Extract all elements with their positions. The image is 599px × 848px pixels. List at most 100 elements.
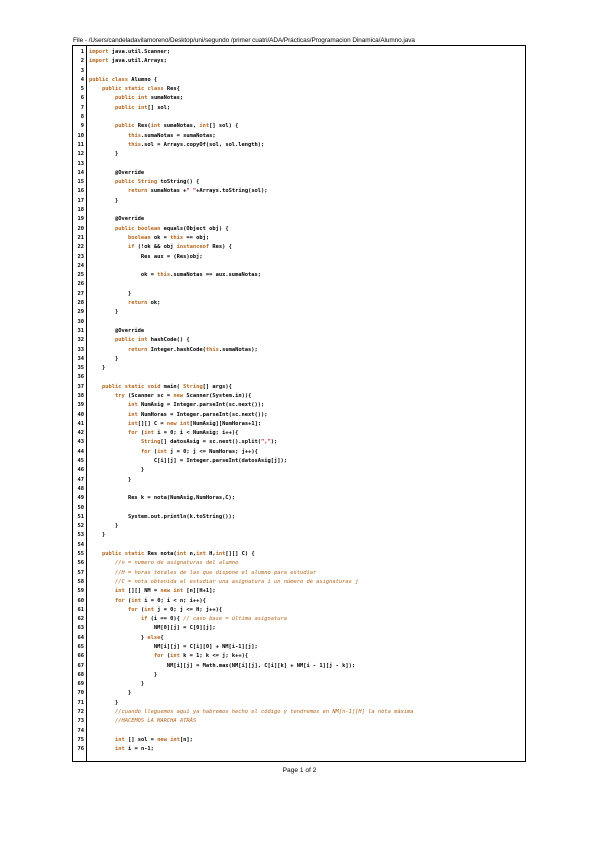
code-line: 52 } xyxy=(73,522,525,531)
code-text: int[][] C = new int[NumAsig][NumHoras+1]… xyxy=(127,420,262,427)
code-text: NM[i][j] = C[i][0] + NM[i-1][j]; xyxy=(89,644,258,650)
line-number: 38 xyxy=(77,392,85,399)
line-number: 39 xyxy=(77,402,85,409)
line-number: 34 xyxy=(77,355,85,362)
line-number: 55 xyxy=(77,551,85,558)
code-line: 44 for (int j = 0; j <= NumHoras; j++){ xyxy=(73,448,525,457)
code-text: } xyxy=(89,690,132,697)
line-number: 54 xyxy=(77,541,85,548)
line-number: 51 xyxy=(77,513,85,520)
code-text: return ok; xyxy=(127,300,161,307)
code-line: 7 public int[] sol; xyxy=(73,104,525,113)
code-text: } else{ xyxy=(89,634,164,641)
code-line: 51 System.out.println(k.toString()); xyxy=(73,513,525,522)
code-line: 6 public int sumaNotas; xyxy=(73,94,525,103)
code-line: 53 } xyxy=(73,531,525,540)
line-number-gutter-divider xyxy=(86,46,87,761)
code-text: } xyxy=(89,290,132,297)
line-number: 53 xyxy=(77,532,85,539)
code-line: 56 //n = numero de asignaturas del alumn… xyxy=(73,559,525,568)
line-number: 6 xyxy=(80,95,84,102)
code-line: 69 } xyxy=(73,680,525,689)
line-number: 25 xyxy=(77,272,85,279)
code-text: Res aux = (Res)obj; xyxy=(89,253,203,260)
code-line: 54 xyxy=(73,541,525,550)
code-line: 27 } xyxy=(73,290,525,299)
code-text: } xyxy=(89,671,158,678)
line-number: 26 xyxy=(77,281,85,288)
code-line: 17 } xyxy=(73,197,525,206)
code-line: 62 if (i == 0){ // caso base = última as… xyxy=(73,615,525,624)
code-line: 75 int [] sol = new int[n]; xyxy=(73,736,525,745)
code-line: 8 xyxy=(73,113,525,122)
code-text: for (int j = 0; j <= NumHoras; j++){ xyxy=(140,448,258,455)
code-line: 45 C[i][j] = Integer.parseInt(datosAsig[… xyxy=(73,457,525,466)
line-number: 61 xyxy=(77,606,85,613)
line-number: 71 xyxy=(77,699,85,706)
code-text: @Override xyxy=(89,327,145,334)
line-number: 31 xyxy=(77,327,85,334)
code-line: 24 xyxy=(73,262,525,271)
code-text: @Override xyxy=(89,216,145,223)
line-number: 29 xyxy=(77,309,85,316)
code-text: NM[0][j] = C[0][j]; xyxy=(89,625,216,632)
line-number: 17 xyxy=(77,197,85,204)
line-number: 30 xyxy=(77,318,85,325)
code-text: } xyxy=(89,681,145,688)
file-path-header: File - /Users/candeladavilamoreno/Deskto… xyxy=(73,37,415,44)
code-line: 35 } xyxy=(73,364,525,373)
code-line: 13 xyxy=(73,160,525,169)
line-number: 45 xyxy=(77,458,85,465)
code-text: //cuando lleguemos aquí ya habremos hech… xyxy=(114,709,414,716)
code-line: 59 int [][] NM = new int [n][H+1]; xyxy=(73,587,525,596)
line-number: 58 xyxy=(77,578,85,585)
line-number: 22 xyxy=(77,244,85,251)
line-number: 23 xyxy=(77,253,85,260)
line-number: 18 xyxy=(77,207,85,214)
code-text: boolean ok = this == obj; xyxy=(127,234,210,241)
code-line: 48 xyxy=(73,485,525,494)
code-text: for (int j = 0; j <= H; j++){ xyxy=(127,606,223,613)
code-text: } xyxy=(89,467,145,474)
code-text: } xyxy=(89,309,119,316)
code-text: //H = horas totales de las que dispone e… xyxy=(114,569,317,576)
line-number: 57 xyxy=(77,569,85,576)
line-number: 13 xyxy=(77,160,85,167)
code-text: } xyxy=(89,532,106,539)
code-line: 46 } xyxy=(73,466,525,475)
line-number: 14 xyxy=(77,169,85,176)
line-number: 33 xyxy=(77,346,85,353)
line-number: 20 xyxy=(77,225,85,232)
code-text: public int sumaNotas; xyxy=(114,95,184,102)
line-number: 10 xyxy=(77,132,85,139)
code-line: 41 int[][] C = new int[NumAsig][NumHoras… xyxy=(73,420,525,429)
code-text: this.sol = Arrays.copyOf(sol, sol.length… xyxy=(127,141,265,148)
code-text: int [][] NM = new int [n][H+1]; xyxy=(114,588,216,595)
code-text: public static void main( String[] args){ xyxy=(101,383,232,390)
code-line: 19 @Override xyxy=(73,215,525,224)
code-line: 26 xyxy=(73,280,525,289)
code-text: int NumHoras = Integer.parseInt(sc.next(… xyxy=(127,411,268,418)
line-number: 32 xyxy=(77,337,85,344)
code-text: public String toString() { xyxy=(114,179,200,186)
line-number: 62 xyxy=(77,616,85,623)
code-line: 55 public static Res nota(int n,int H,in… xyxy=(73,550,525,559)
code-line: 40 int NumHoras = Integer.parseInt(sc.ne… xyxy=(73,411,525,420)
code-line: 25 ok = this.sumaNotas == aux.sumaNotas; xyxy=(73,271,525,280)
code-line: 21 boolean ok = this == obj; xyxy=(73,234,525,243)
code-text: for (int k = 1; k <= j; k++){ xyxy=(153,653,249,660)
code-line: 34 } xyxy=(73,355,525,364)
line-number: 12 xyxy=(77,151,85,158)
code-line: 43 String[] datosAsig = sc.next().split(… xyxy=(73,438,525,447)
line-number: 16 xyxy=(77,188,85,195)
code-line: 74 xyxy=(73,727,525,736)
line-number: 63 xyxy=(77,625,85,632)
line-number: 3 xyxy=(80,67,84,74)
code-line: 50 xyxy=(73,504,525,513)
line-number: 67 xyxy=(77,662,85,669)
line-number: 37 xyxy=(77,383,85,390)
code-text: @Override xyxy=(89,169,145,176)
